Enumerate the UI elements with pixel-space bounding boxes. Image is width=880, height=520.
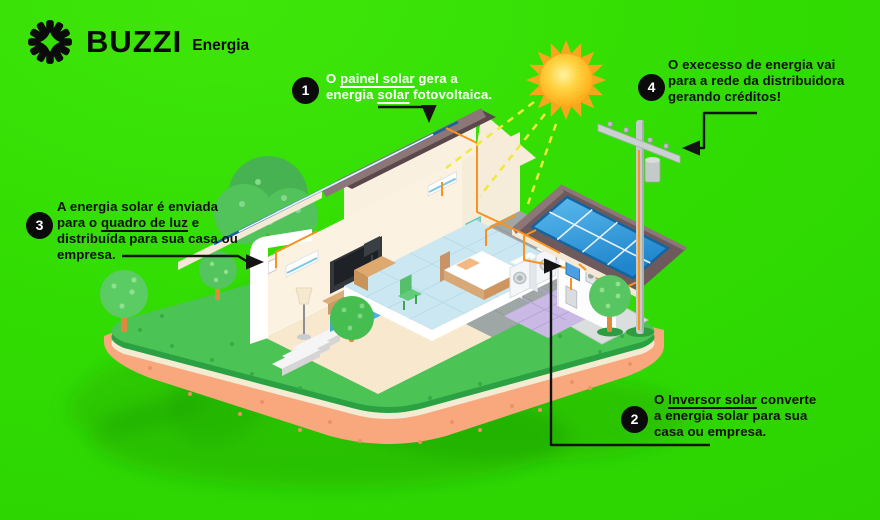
callout-4-badge: 4 <box>638 74 665 101</box>
tree-left <box>100 270 148 332</box>
brand-logo: BUZZI Energia <box>26 18 249 66</box>
solar-panel-array-main <box>213 120 459 246</box>
connector-3 <box>122 254 264 270</box>
brand-name: BUZZI <box>86 24 183 59</box>
connector-4 <box>682 111 757 156</box>
cut-wall <box>250 229 312 344</box>
cutaway-house <box>178 108 687 394</box>
gable-wall <box>470 112 536 190</box>
ac-unit-living <box>285 249 319 278</box>
brand-suffix: Energia <box>192 36 250 54</box>
callout-connectors <box>122 105 757 447</box>
power-pole <box>597 120 681 337</box>
steps <box>272 329 340 376</box>
callout-1-badge: 1 <box>292 77 319 104</box>
callout-3-badge: 3 <box>26 212 53 239</box>
brand-starburst-icon <box>28 20 72 64</box>
tree-right <box>589 275 631 337</box>
connector-1 <box>378 105 437 123</box>
junction-box <box>565 285 578 310</box>
bush-front <box>330 296 374 342</box>
tree-left-small <box>199 251 237 300</box>
floor-lamp <box>295 287 313 340</box>
sun-icon <box>445 40 606 205</box>
connector-2 <box>544 258 710 447</box>
chair <box>398 274 422 310</box>
transformer <box>644 157 661 183</box>
callout-2-badge: 2 <box>621 406 648 433</box>
insulators <box>607 121 670 149</box>
desk <box>354 236 396 291</box>
